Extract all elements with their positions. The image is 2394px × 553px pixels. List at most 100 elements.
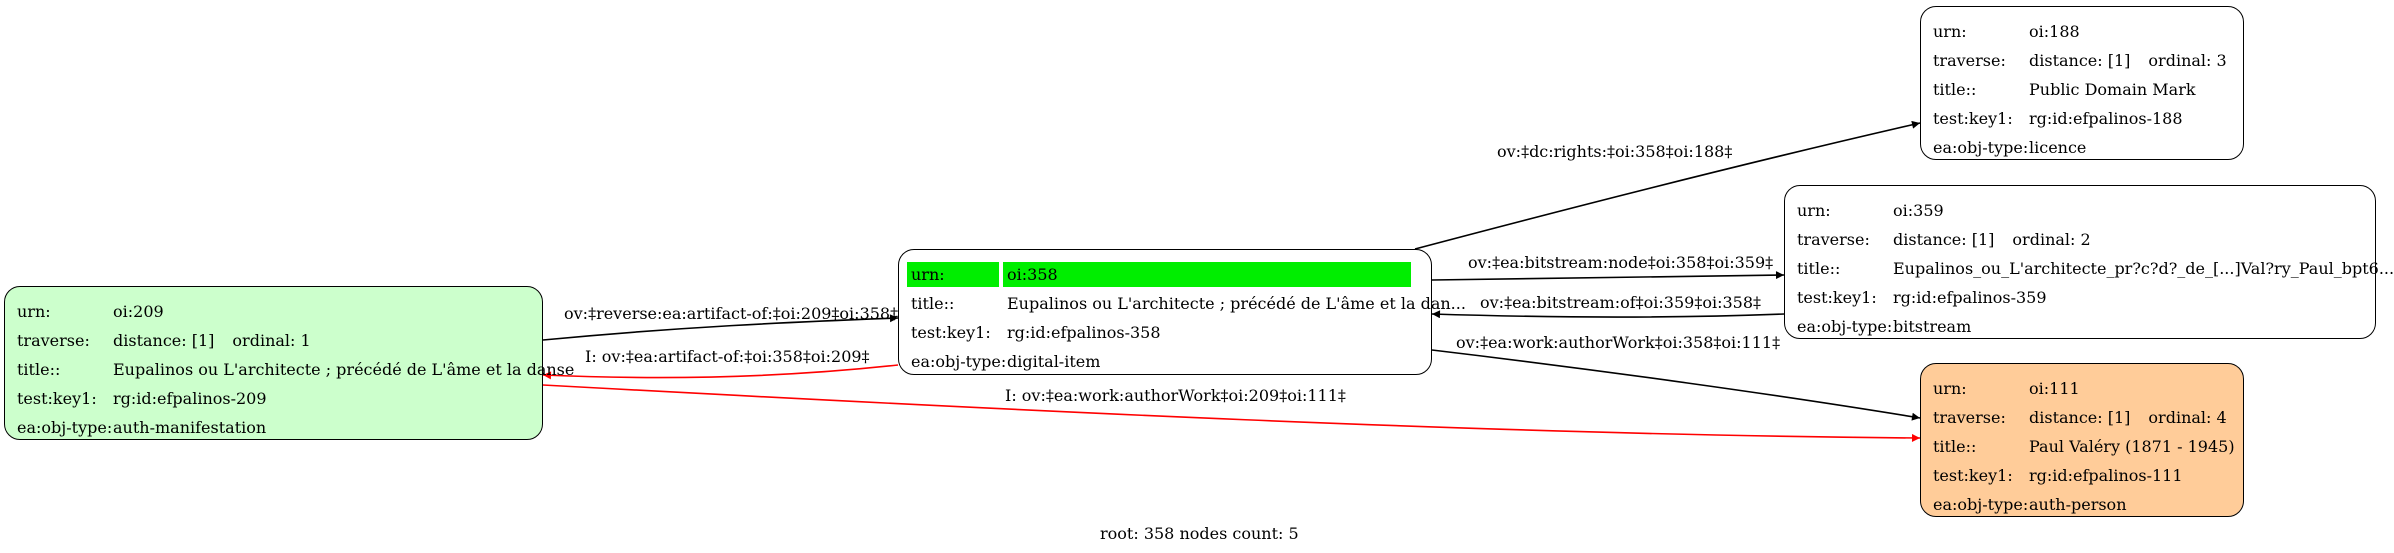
value-distance: distance: [1] bbox=[1893, 230, 1995, 249]
row-urn: urn: oi:188 bbox=[1933, 17, 2243, 46]
key-objtype: ea:obj-type: bbox=[1933, 138, 2029, 157]
row-key: test:key1: rg:id:efpalinos-358 bbox=[911, 318, 1431, 347]
row-title: title::Paul Valéry (1871 - 1945) bbox=[1933, 432, 2243, 461]
edge-label-bitstream-of: ov:‡ea:bitstream:of‡oi:359‡oi:358‡ bbox=[1480, 293, 1762, 312]
edge-n358-to-n188 bbox=[1414, 120, 1921, 250]
key-urn: urn: bbox=[1933, 379, 1967, 398]
row-title: title::Eupalinos_ou_L'architecte_pr?c?d?… bbox=[1797, 254, 2394, 283]
row-key: test:key1: rg:id:efpalinos-209 bbox=[17, 384, 542, 413]
value-ordinal: ordinal: 3 bbox=[2148, 51, 2227, 70]
edge-n209-to-n358 bbox=[542, 314, 899, 341]
value-objtype: auth-person bbox=[2029, 495, 2127, 514]
key-title: title:: bbox=[911, 294, 955, 313]
key-testkey: test:key1: bbox=[1933, 466, 2013, 485]
key-title: title:: bbox=[1933, 437, 1977, 456]
row-key: test:key1: rg:id:efpalinos-111 bbox=[1933, 461, 2243, 490]
value-testkey: rg:id:efpalinos-358 bbox=[1007, 323, 1161, 342]
row-key: test:key1:rg:id:efpalinos-359 bbox=[1797, 283, 2375, 312]
key-urn: urn: bbox=[1933, 22, 1967, 41]
key-traverse: traverse: bbox=[1933, 51, 2006, 70]
key-objtype: ea:obj-type: bbox=[17, 418, 113, 437]
value-objtype: auth-manifestation bbox=[113, 418, 267, 437]
edge-n358-to-n111 bbox=[1431, 349, 1921, 421]
value-ordinal: ordinal: 4 bbox=[2148, 408, 2227, 427]
value-traverse: distance: [1] ordinal: 4 bbox=[2029, 408, 2227, 427]
row-urn-highlighted: urn:oi:358 bbox=[907, 260, 1431, 289]
node-oi-188[interactable]: urn: oi:188 traverse: distance: [1] ordinal… bbox=[1920, 6, 2244, 160]
value-title: Eupalinos ou L'architecte ; précédé de L… bbox=[113, 360, 575, 379]
key-testkey: test:key1: bbox=[1797, 288, 1877, 307]
footer-summary: root: 358 nodes count: 5 bbox=[1100, 524, 1299, 543]
edge-n358-to-n359 bbox=[1431, 271, 1785, 281]
row-traverse: traverse: distance: [1] ordinal: 2 bbox=[1797, 225, 2375, 254]
row-type: ea:obj-type:licence bbox=[1933, 133, 2243, 162]
value-testkey: rg:id:efpalinos-188 bbox=[2029, 109, 2183, 128]
row-type: ea:obj-type:auth-manifestation bbox=[17, 413, 542, 442]
edge-label-author-work-358: ov:‡ea:work:authorWork‡oi:358‡oi:111‡ bbox=[1456, 333, 1781, 352]
key-testkey: test:key1: bbox=[17, 389, 97, 408]
value-title: Paul Valéry (1871 - 1945) bbox=[2029, 437, 2235, 456]
value-title: Eupalinos ou L'architecte ; précédé de L… bbox=[1007, 294, 1466, 313]
key-testkey: test:key1: bbox=[911, 323, 991, 342]
row-traverse: traverse: distance: [1] ordinal: 3 bbox=[1933, 46, 2243, 75]
value-title: Eupalinos_ou_L'architecte_pr?c?d?_de_[..… bbox=[1893, 259, 2394, 278]
row-traverse: traverse: distance: [1] ordinal: 4 bbox=[1933, 403, 2243, 432]
edge-label-artifact-of: I: ov:‡ea:artifact-of:‡oi:358‡oi:209‡ bbox=[585, 347, 870, 366]
value-urn: oi:188 bbox=[2029, 22, 2080, 41]
value-distance: distance: [1] bbox=[113, 331, 215, 350]
key-urn: urn: bbox=[17, 302, 51, 321]
value-traverse: distance: [1] ordinal: 3 bbox=[2029, 51, 2227, 70]
node-oi-358[interactable]: urn:oi:358 title::Eupalinos ou L'archite… bbox=[898, 249, 1466, 376]
value-urn: oi:111 bbox=[2029, 379, 2080, 398]
edge-label-reverse-artifact-of: ov:‡reverse:ea:artifact-of:‡oi:209‡oi:35… bbox=[564, 304, 899, 323]
key-testkey: test:key1: bbox=[1933, 109, 2013, 128]
value-urn: oi:209 bbox=[113, 302, 164, 321]
row-title: title::Eupalinos ou L'architecte ; précé… bbox=[911, 289, 1466, 318]
value-traverse: distance: [1] ordinal: 2 bbox=[1893, 230, 2091, 249]
edge-n359-to-n358 bbox=[1431, 310, 1785, 319]
row-type: ea:obj-type:bitstream bbox=[1797, 312, 2375, 341]
key-title: title:: bbox=[1797, 259, 1841, 278]
edge-label-bitstream-node: ov:‡ea:bitstream:node‡oi:358‡oi:359‡ bbox=[1468, 253, 1774, 272]
key-urn: urn: bbox=[1797, 201, 1831, 220]
key-traverse: traverse: bbox=[17, 331, 90, 350]
edge-label-dc-rights: ov:‡dc:rights:‡oi:358‡oi:188‡ bbox=[1497, 142, 1733, 161]
row-type: ea:obj-type:digital-item bbox=[911, 347, 1431, 376]
row-key: test:key1: rg:id:efpalinos-188 bbox=[1933, 104, 2243, 133]
value-objtype: licence bbox=[2029, 138, 2087, 157]
key-objtype: ea:obj-type: bbox=[1797, 317, 1893, 336]
value-objtype: bitstream bbox=[1893, 317, 1972, 336]
row-type: ea:obj-type:auth-person bbox=[1933, 490, 2243, 519]
value-distance: distance: [1] bbox=[2029, 51, 2131, 70]
node-oi-111[interactable]: urn: oi:111 traverse: distance: [1] ordinal… bbox=[1920, 363, 2244, 517]
key-title: title:: bbox=[1933, 80, 1977, 99]
edge-label-author-work-209: I: ov:‡ea:work:authorWork‡oi:209‡oi:111‡ bbox=[1005, 386, 1346, 405]
edge-n358-to-n209 bbox=[542, 364, 899, 380]
key-objtype: ea:obj-type: bbox=[1933, 495, 2029, 514]
value-testkey: rg:id:efpalinos-111 bbox=[2029, 466, 2183, 485]
row-urn: urn: oi:209 bbox=[17, 297, 542, 326]
value-ordinal: ordinal: 2 bbox=[2012, 230, 2091, 249]
key-objtype: ea:obj-type: bbox=[911, 352, 1007, 371]
value-ordinal: ordinal: 1 bbox=[232, 331, 311, 350]
row-title: title::Public Domain Mark bbox=[1933, 75, 2243, 104]
row-urn: urn: oi:111 bbox=[1933, 374, 2243, 403]
value-urn: oi:359 bbox=[1893, 201, 1944, 220]
row-urn: urn: oi:359 bbox=[1797, 196, 2375, 225]
value-objtype: digital-item bbox=[1007, 352, 1101, 371]
row-traverse: traverse: distance: [1] ordinal: 1 bbox=[17, 326, 542, 355]
edge-n209-to-n111 bbox=[542, 384, 1921, 442]
value-title: Public Domain Mark bbox=[2029, 80, 2196, 99]
value-testkey: rg:id:efpalinos-209 bbox=[113, 389, 267, 408]
node-oi-209[interactable]: urn: oi:209 traverse: distance: [1] ordinal… bbox=[4, 286, 574, 442]
node-oi-359[interactable]: urn: oi:359 traverse: distance: [1] ordinal… bbox=[1784, 185, 2394, 341]
key-urn: urn: bbox=[907, 262, 999, 287]
key-traverse: traverse: bbox=[1933, 408, 2006, 427]
row-title: title::Eupalinos ou L'architecte ; précé… bbox=[17, 355, 574, 384]
value-urn: oi:358 bbox=[1003, 262, 1411, 287]
key-title: title:: bbox=[17, 360, 61, 379]
value-traverse: distance: [1] ordinal: 1 bbox=[113, 331, 311, 350]
key-traverse: traverse: bbox=[1797, 230, 1870, 249]
value-distance: distance: [1] bbox=[2029, 408, 2131, 427]
